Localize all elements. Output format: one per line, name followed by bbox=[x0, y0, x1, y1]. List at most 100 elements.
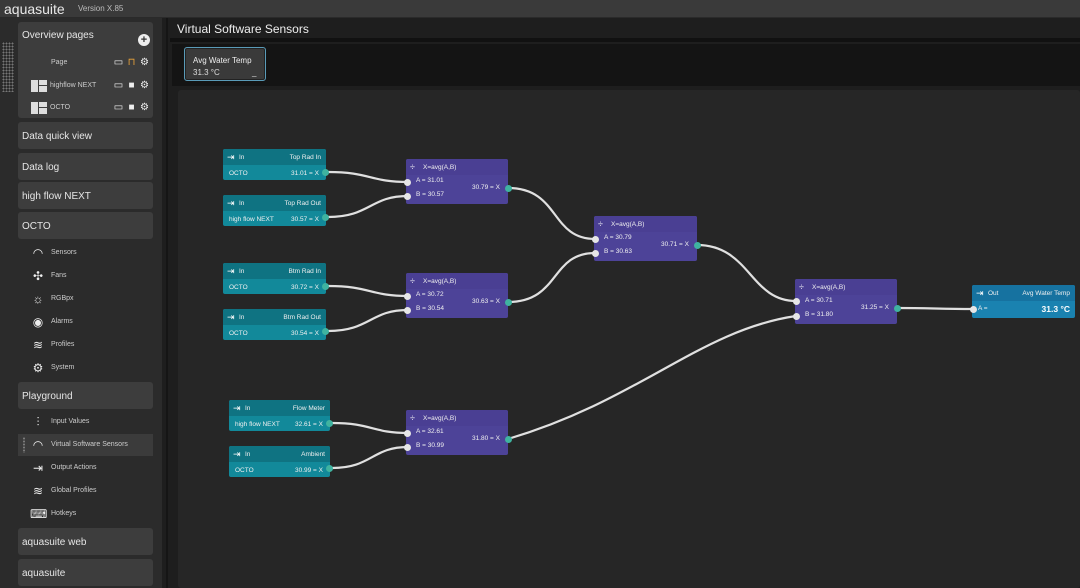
lock-icon[interactable]: ■ bbox=[128, 102, 135, 113]
page-item-label: highflow NEXT bbox=[50, 82, 97, 89]
lock-open-icon[interactable]: ⊓ bbox=[127, 57, 136, 68]
average-node-radiators[interactable]: ÷X=avg(A,B) A = 30.79 B = 30.63 30.71 = … bbox=[594, 216, 697, 261]
input-port[interactable] bbox=[404, 430, 411, 437]
tile-value: 31.3 °C bbox=[193, 68, 220, 77]
tile-bar bbox=[172, 44, 1080, 86]
average-node-top[interactable]: ÷X=avg(A,B) A = 31.01 B = 30.57 30.79 = … bbox=[406, 159, 508, 204]
input-port[interactable] bbox=[404, 193, 411, 200]
gear-icon[interactable]: ⚙ bbox=[140, 57, 149, 68]
input-icon: ⇥ bbox=[233, 449, 241, 459]
output-port[interactable] bbox=[322, 214, 329, 221]
octo-item-system[interactable]: ⚙System bbox=[18, 357, 153, 379]
output-port[interactable] bbox=[505, 185, 512, 192]
avg-water-temp-tile[interactable]: Avg Water Temp 31.3 °C _ bbox=[184, 47, 266, 81]
average-node-bottom[interactable]: ÷X=avg(A,B) A = 30.72 B = 30.54 30.63 = … bbox=[406, 273, 508, 318]
sliders-icon: ⫶ bbox=[36, 415, 40, 429]
playground-item-output-actions[interactable]: ⇥Output Actions bbox=[18, 457, 153, 479]
gauge-icon: ◠ bbox=[32, 246, 44, 260]
page-item[interactable]: OCTO ▭ ■ ⚙ bbox=[18, 99, 153, 119]
playground-item-global-profiles[interactable]: ≋Global Profiles bbox=[18, 480, 153, 502]
overview-pages-panel: Overview pages + Page ▭ ⊓ ⚙ highflow NEX… bbox=[18, 22, 153, 118]
sidebar-divider[interactable] bbox=[166, 18, 168, 588]
layers-icon: ≋ bbox=[32, 338, 44, 352]
overview-pages-label[interactable]: Overview pages bbox=[22, 30, 94, 41]
page-thumbnail-icon bbox=[31, 102, 47, 114]
output-port[interactable] bbox=[326, 420, 333, 427]
nav-octo[interactable]: OCTO bbox=[18, 212, 153, 239]
monitor-icon[interactable]: ▭ bbox=[113, 80, 124, 91]
divide-icon: ÷ bbox=[598, 219, 603, 229]
alarm-icon: ◉ bbox=[32, 315, 44, 329]
divide-icon: ÷ bbox=[410, 413, 415, 423]
playground-item-hotkeys[interactable]: ⌨Hotkeys bbox=[30, 507, 77, 521]
input-icon: ⇥ bbox=[227, 312, 235, 322]
divide-icon: ÷ bbox=[410, 276, 415, 286]
output-port[interactable] bbox=[326, 465, 333, 472]
average-node-final[interactable]: ÷X=avg(A,B) A = 30.71 B = 31.80 31.25 = … bbox=[795, 279, 897, 324]
output-port[interactable] bbox=[322, 169, 329, 176]
tile-minimize[interactable]: _ bbox=[252, 68, 257, 77]
octo-item-profiles[interactable]: ≋Profiles bbox=[18, 334, 153, 356]
header-strip bbox=[170, 38, 1080, 42]
fan-icon: ✣ bbox=[32, 269, 44, 283]
output-port[interactable] bbox=[322, 283, 329, 290]
octo-item-sensors[interactable]: ◠Sensors bbox=[18, 242, 153, 264]
divide-icon: ÷ bbox=[410, 162, 415, 172]
input-port[interactable] bbox=[404, 293, 411, 300]
nav-aquasuite[interactable]: aquasuite bbox=[18, 559, 153, 586]
output-icon: ⇥ bbox=[32, 461, 44, 475]
page-item[interactable]: highflow NEXT ▭ ■ ⚙ bbox=[18, 77, 153, 97]
page-thumbnail-icon bbox=[31, 80, 47, 92]
sidebar: Overview pages + Page ▭ ⊓ ⚙ highflow NEX… bbox=[0, 18, 162, 588]
layers-icon: ≋ bbox=[32, 484, 44, 498]
input-port[interactable] bbox=[793, 298, 800, 305]
add-page-icon[interactable]: + bbox=[138, 34, 150, 46]
input-port[interactable] bbox=[793, 313, 800, 320]
page-item[interactable]: Page ▭ ⊓ ⚙ bbox=[18, 54, 153, 74]
nav-data-quick-view[interactable]: Data quick view bbox=[18, 122, 153, 149]
nav-high-flow-next[interactable]: high flow NEXT bbox=[18, 182, 153, 209]
output-port[interactable] bbox=[894, 305, 901, 312]
octo-item-alarms[interactable]: ◉Alarms bbox=[18, 311, 153, 333]
keyboard-icon: ⌨ bbox=[30, 507, 48, 521]
tile-title: Avg Water Temp bbox=[193, 56, 252, 65]
octo-item-rgbpx[interactable]: ☼RGBpx bbox=[18, 288, 153, 310]
average-node-flow-ambient[interactable]: ÷X=avg(A,B) A = 32.61 B = 30.99 31.80 = … bbox=[406, 410, 508, 455]
nav-data-log[interactable]: Data log bbox=[18, 153, 153, 180]
input-icon: ⇥ bbox=[227, 266, 235, 276]
input-port[interactable] bbox=[970, 306, 977, 313]
monitor-icon[interactable]: ▭ bbox=[113, 102, 124, 113]
playground-item-virtual-software-sensors[interactable]: ◠Virtual Software Sensors bbox=[18, 434, 153, 456]
drag-handle[interactable] bbox=[2, 42, 14, 92]
input-port[interactable] bbox=[404, 444, 411, 451]
input-port[interactable] bbox=[592, 236, 599, 243]
page-title: Virtual Software Sensors bbox=[177, 22, 309, 36]
nav-playground[interactable]: Playground bbox=[18, 382, 153, 409]
page-item-label: OCTO bbox=[50, 104, 71, 111]
input-port[interactable] bbox=[404, 307, 411, 314]
nav-aquasuite-web[interactable]: aquasuite web bbox=[18, 528, 153, 555]
app-title: aquasuite bbox=[4, 1, 65, 17]
octo-item-fans[interactable]: ✣Fans bbox=[18, 265, 153, 287]
page-item-label: Page bbox=[51, 59, 68, 66]
lock-icon[interactable]: ■ bbox=[128, 80, 135, 91]
input-port[interactable] bbox=[404, 179, 411, 186]
input-icon: ⇥ bbox=[227, 198, 235, 208]
gear-icon[interactable]: ⚙ bbox=[140, 102, 149, 113]
output-port[interactable] bbox=[505, 436, 512, 443]
output-port[interactable] bbox=[694, 242, 701, 249]
output-port[interactable] bbox=[505, 299, 512, 306]
input-port[interactable] bbox=[592, 250, 599, 257]
monitor-icon[interactable]: ▭ bbox=[113, 57, 124, 68]
output-port[interactable] bbox=[322, 328, 329, 335]
gear-icon[interactable]: ⚙ bbox=[140, 80, 149, 91]
playground-item-input-values[interactable]: ⫶Input Values bbox=[18, 411, 153, 433]
gauge-icon: ◠ bbox=[32, 438, 44, 452]
